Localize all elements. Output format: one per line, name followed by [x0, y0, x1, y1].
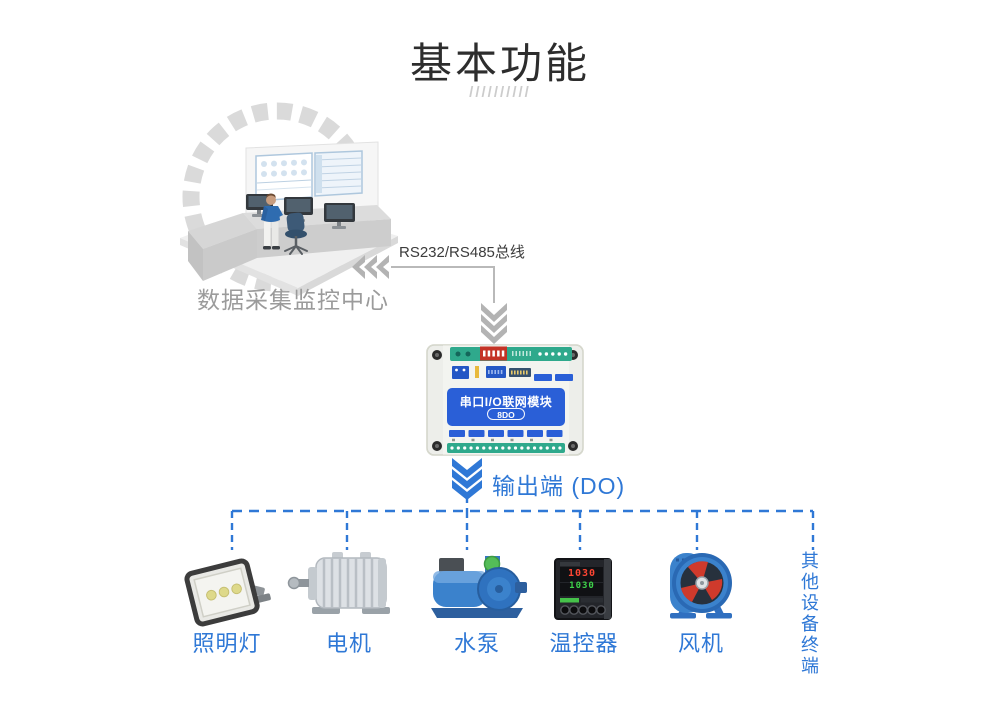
module-title: 串口I/O联网模块 — [459, 395, 553, 409]
module-badge: 8DO — [487, 408, 525, 420]
thermostat-display-bottom: 1030 — [569, 581, 595, 591]
wall-screens — [255, 150, 363, 202]
person-figure — [261, 193, 283, 250]
control-center-label: 数据采集监控中心 — [197, 287, 389, 313]
io-module-illustration — [426, 344, 584, 456]
fan-icon — [670, 553, 732, 619]
thermostat-display-top: 1030 — [567, 568, 597, 579]
device-label-fan: 风机 — [677, 631, 725, 656]
module-top-terminals — [450, 346, 572, 361]
control-room-illustration — [180, 141, 398, 296]
triple-chevron-down-icon — [481, 303, 507, 344]
thermostat-buttons — [560, 605, 606, 615]
triple-chevron-left-icon — [352, 255, 389, 279]
device-label-thermostat: 温控器 — [549, 631, 619, 656]
device-label-motor: 电机 — [325, 631, 373, 656]
bus-connector — [352, 255, 507, 344]
device-label-floodlight: 照明灯 — [192, 631, 262, 656]
do-bus-dashed-lines — [230, 497, 815, 550]
water-pump-icon — [431, 555, 527, 618]
motor-icon — [287, 552, 390, 614]
triple-chevron-down-blue-icon — [452, 458, 482, 500]
module-name-panel — [447, 388, 565, 426]
module-output-labels — [449, 430, 563, 442]
bus-label: RS232/RS485总线 — [399, 244, 525, 261]
office-chair — [284, 212, 308, 255]
device-label-water-pump: 水泵 — [453, 631, 501, 656]
floodlight-icon — [184, 558, 271, 627]
output-do-label: 输出端 (DO) — [492, 473, 626, 499]
page-title: 基本功能 — [409, 40, 590, 87]
decor-slashes: ////////// — [469, 84, 531, 101]
thermostat-icon — [554, 558, 612, 620]
other-terminal-label: 其他设备终端 — [799, 551, 819, 677]
module-component-row — [452, 366, 573, 381]
module-bottom-terminals — [447, 443, 565, 453]
